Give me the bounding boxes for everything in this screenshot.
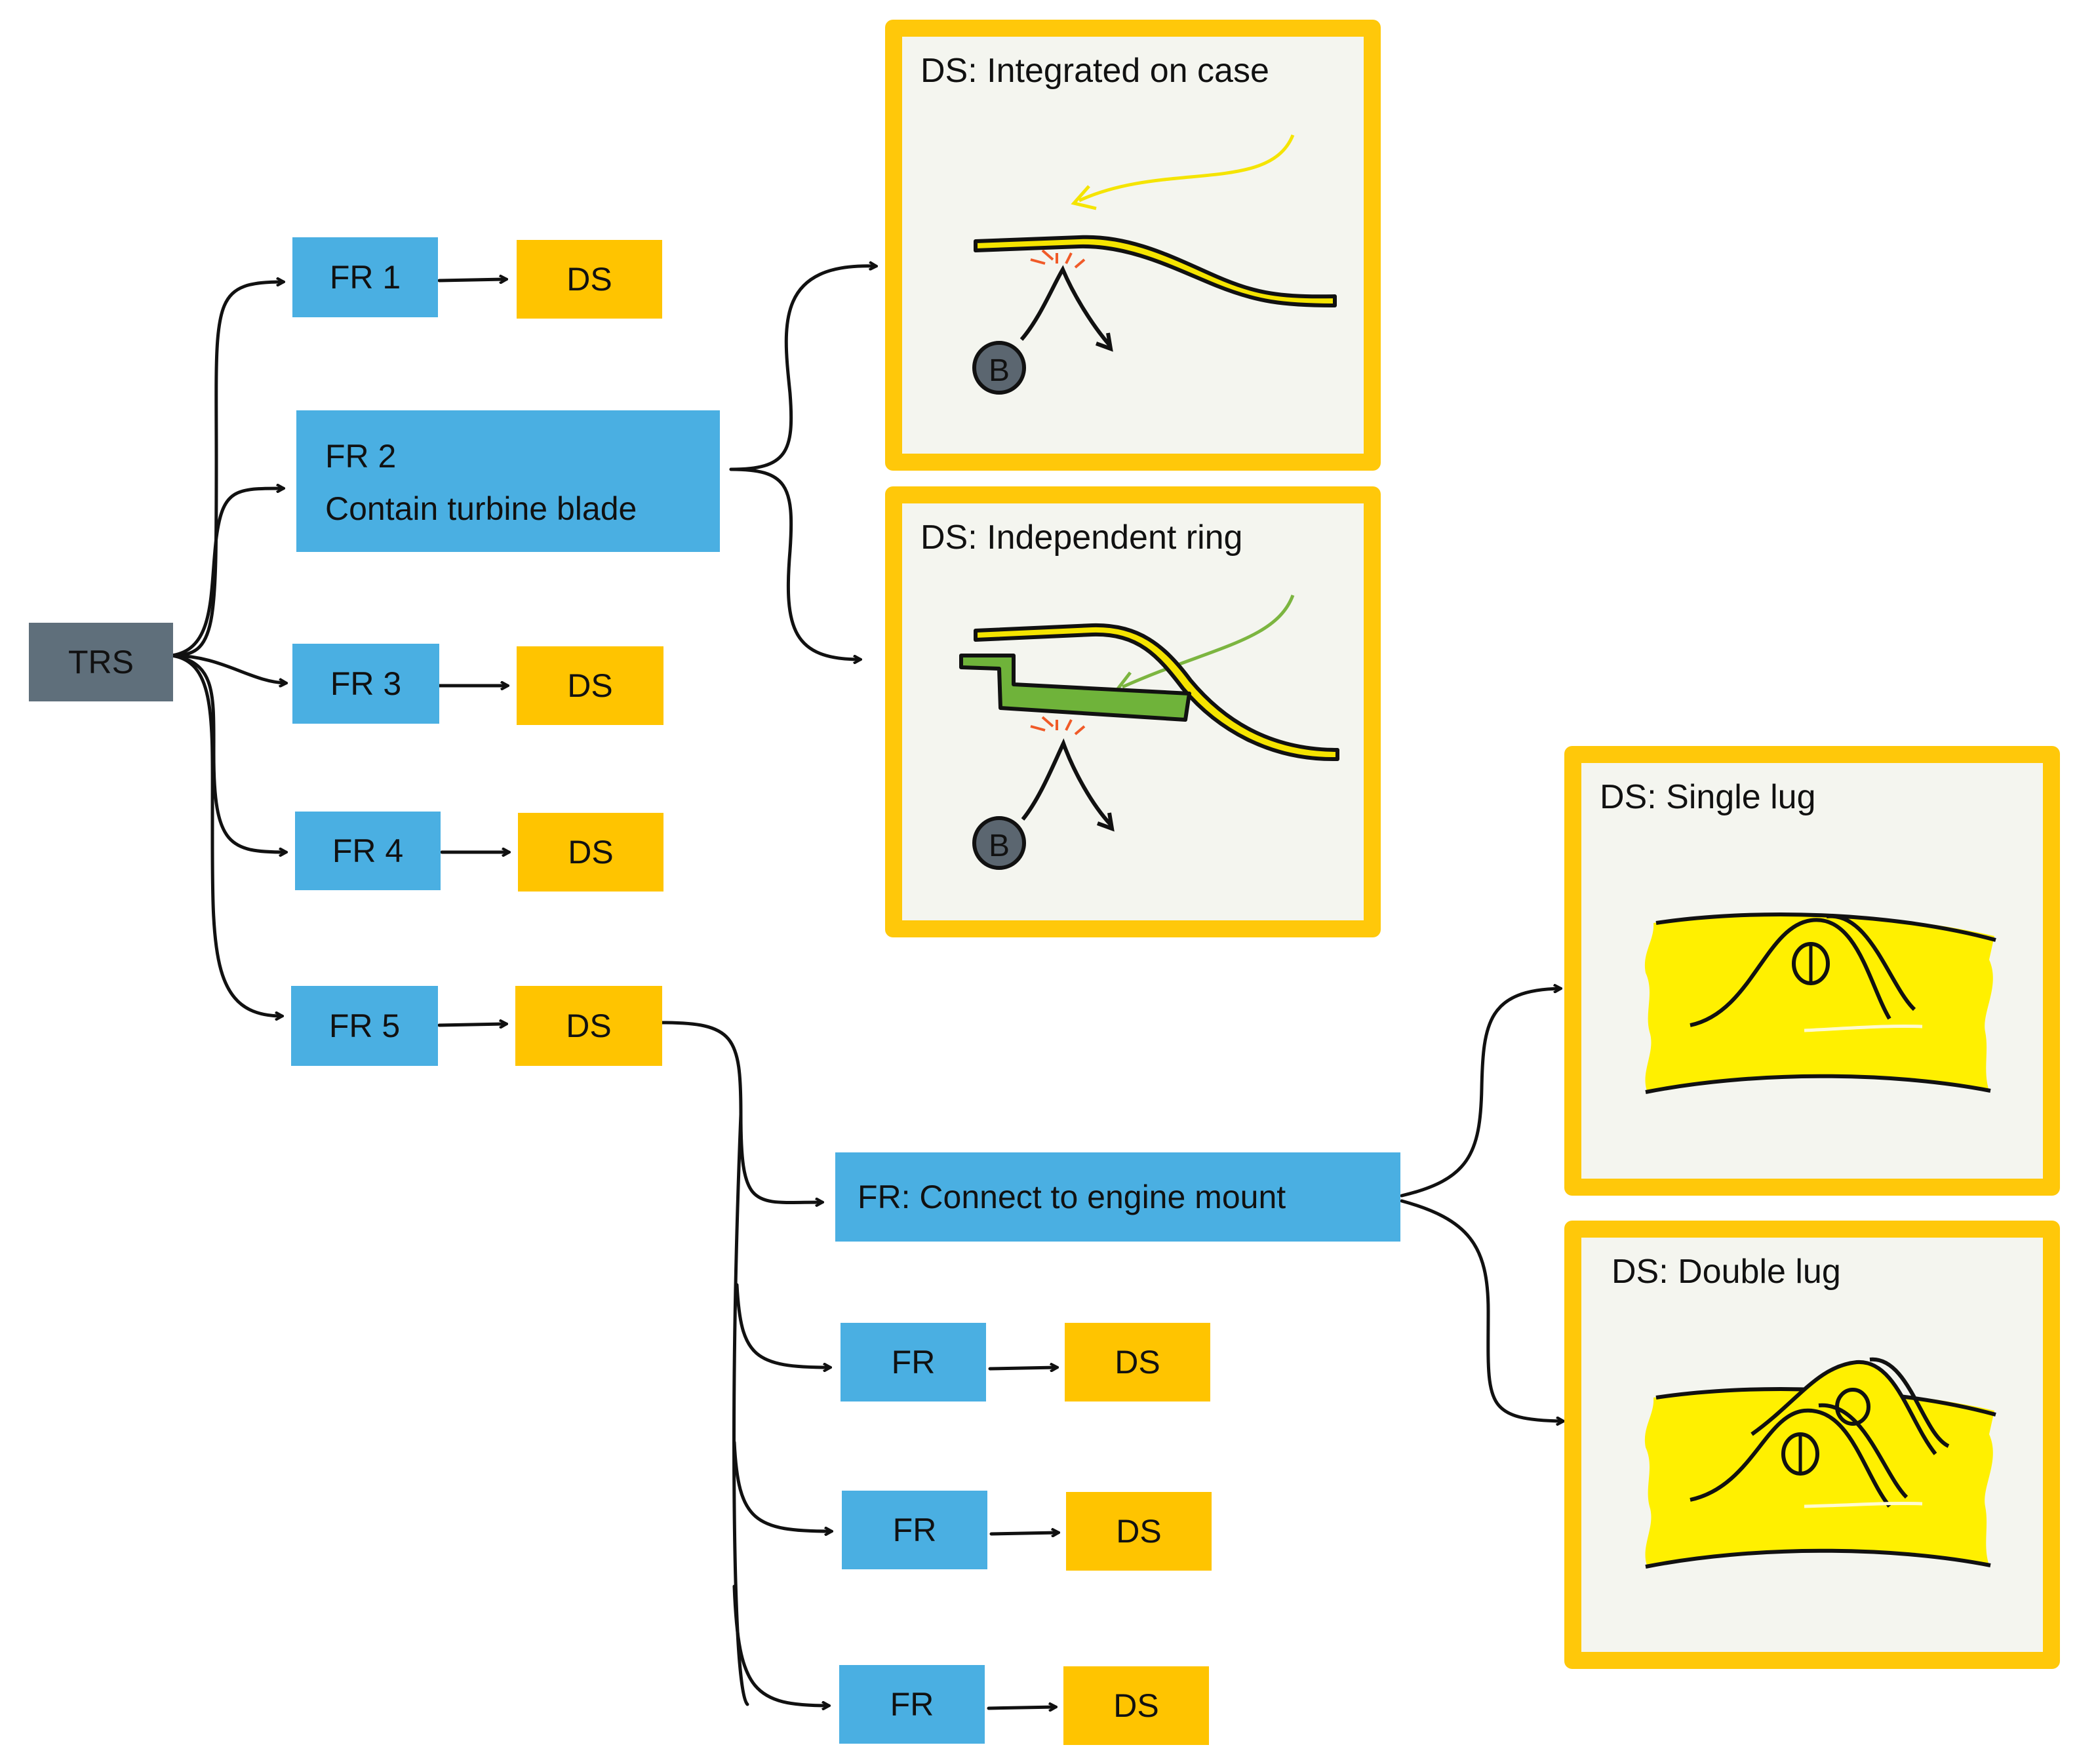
root-trs-label: TRS [68, 644, 134, 680]
fr5-label: FR 5 [328, 1008, 401, 1044]
blade-trajectory-arrow-2 [1021, 738, 1113, 827]
fr5-ds-label: DS [566, 1008, 612, 1044]
fr5-ds-box: DS [515, 986, 662, 1066]
fr2-box: FR 2 Contain turbine blade [296, 410, 720, 552]
fr-child-c-box: FR [839, 1665, 985, 1744]
case-wall-shape [974, 235, 1337, 307]
fr-child-c-ds-label: DS [1113, 1687, 1159, 1724]
fr5-box: FR 5 [291, 986, 438, 1066]
edge-frb-ds [989, 1533, 1058, 1534]
fr3-ds-box: DS [517, 646, 663, 725]
edge-fr1-ds [437, 279, 506, 281]
green-ring-shape [959, 654, 1191, 722]
edge-trs-fr2 [170, 488, 283, 657]
fr3-box: FR 3 [292, 644, 439, 724]
case-containment-sketch: B [972, 134, 1337, 395]
rear-lug-outline [1751, 1360, 1937, 1455]
edge-fr2-integrated [729, 266, 876, 471]
edge-fr5ds-spine [732, 1112, 749, 1706]
fr1-label: FR 1 [329, 259, 401, 296]
blade-marker-circle-2 [972, 816, 1026, 870]
green-pointer-arrow [1121, 595, 1295, 689]
design-card-double-lug-title: DS: Double lug [1612, 1253, 1841, 1291]
fr1-ds-box: DS [517, 240, 662, 319]
fr2-label: FR 2 [325, 438, 397, 475]
fr-child-c-label: FR [890, 1686, 934, 1723]
fr4-ds-box: DS [518, 813, 663, 892]
edge-trs-fr5 [170, 654, 282, 1016]
design-card-double-lug: DS: Double lug [1564, 1221, 2060, 1669]
fr4-box: FR 4 [295, 812, 441, 890]
fr-child-a-ds-label: DS [1115, 1344, 1160, 1381]
fr-child-a-ds-box: DS [1065, 1323, 1210, 1401]
lug-hole [1792, 942, 1830, 985]
yellow-pointer-arrow [1078, 134, 1295, 203]
fr-child-c-ds-box: DS [1063, 1666, 1209, 1745]
edge-trs-fr1 [170, 282, 283, 657]
fr3-ds-label: DS [567, 667, 613, 704]
fr3-label: FR 3 [330, 665, 402, 702]
ring-containment-sketch: B [959, 595, 1339, 870]
fr4-label: FR 4 [332, 833, 404, 869]
design-card-single-lug: DS: Single lug [1564, 746, 2060, 1196]
edge-trs-fr3 [170, 654, 286, 683]
design-card-single-lug-title: DS: Single lug [1600, 778, 1816, 816]
edge-fr5ds-connect [659, 1021, 822, 1202]
blade-marker-label-2: B [989, 829, 1010, 863]
edge-trs-fr4 [170, 654, 286, 852]
fr-connect-mount-label: FR: Connect to engine mount [858, 1179, 1286, 1215]
impact-marks [1030, 249, 1086, 269]
case-wall-shape-2 [974, 623, 1339, 762]
fr4-ds-label: DS [568, 834, 614, 871]
fr1-ds-label: DS [566, 261, 612, 298]
front-lug-shape [1690, 1410, 1889, 1506]
blade-trajectory-arrow [1019, 265, 1111, 346]
fr-child-b-ds-label: DS [1116, 1513, 1162, 1550]
lug-outline [1690, 918, 1891, 1027]
edge-fr2-ring [729, 467, 860, 659]
fr-child-a-box: FR [841, 1323, 986, 1401]
lug-shape [1690, 920, 1889, 1025]
single-lug-sketch [1644, 912, 1996, 1094]
fr2-description: Contain turbine blade [325, 490, 637, 527]
edge-frc-ds [987, 1707, 1056, 1708]
double-lug-sketch [1644, 1357, 1996, 1569]
design-card-independent-ring: DS: Independent ring B [885, 486, 1381, 937]
blade-marker-label: B [989, 353, 1010, 388]
edge-fr5ds-fr-b [732, 1440, 831, 1531]
fr-child-b-box: FR [842, 1491, 987, 1569]
fr-child-b-label: FR [892, 1512, 937, 1548]
front-lug-outline [1690, 1408, 1891, 1508]
edge-fra-ds [988, 1367, 1057, 1369]
design-card-integrated-on-case: DS: Integrated on case B [885, 20, 1381, 471]
edge-mount-single [1400, 989, 1560, 1198]
front-lug-hole [1781, 1432, 1819, 1476]
edge-fr5-ds [437, 1024, 506, 1025]
fr1-box: FR 1 [292, 237, 438, 317]
design-card-independent-title: DS: Independent ring [920, 519, 1243, 557]
edge-fr5ds-fr-c [732, 1584, 829, 1706]
fr-child-a-label: FR [891, 1344, 936, 1381]
impact-marks-2 [1030, 716, 1086, 735]
root-trs-box: TRS [29, 623, 173, 701]
edge-fr5ds-fr-a [735, 1283, 830, 1367]
fr-connect-mount-box: FR: Connect to engine mount [835, 1152, 1400, 1242]
design-card-integrated-title: DS: Integrated on case [920, 52, 1269, 90]
fr-child-b-ds-box: DS [1066, 1492, 1212, 1571]
blade-marker-circle [972, 341, 1026, 395]
edge-mount-double [1400, 1199, 1563, 1421]
